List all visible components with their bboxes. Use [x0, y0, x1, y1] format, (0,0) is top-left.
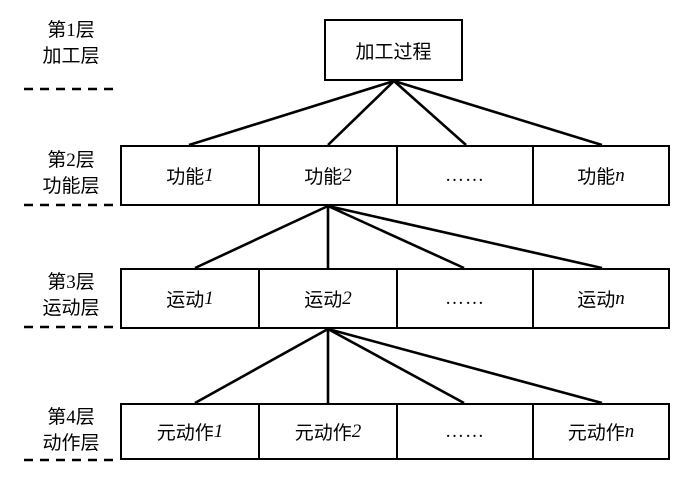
layer-3-cell-1-index: 1 — [204, 287, 214, 309]
layer-label-1: 第1层 加工层 — [16, 18, 126, 70]
layer-label-2-line1: 第2层 — [47, 150, 95, 171]
layer-label-2: 第2层 功能层 — [16, 148, 126, 200]
connectors-layer3-to-layer4 — [194, 327, 603, 405]
layer-2-cell-n-index: n — [615, 164, 625, 186]
layer-2-cell-1-index: 1 — [204, 164, 214, 186]
layer-3-cell-1-base: 运动 — [166, 290, 205, 311]
connectors-layer1-to-layer2 — [188, 79, 603, 147]
layer-3-cell-2-index: 2 — [342, 287, 352, 309]
layer-2-ellipsis-label: …… — [445, 164, 485, 186]
layer-label-3-line2: 运动层 — [42, 298, 100, 319]
layer-4-cell-1-base: 元动作 — [156, 423, 214, 444]
layer-label-4: 第4层 动作层 — [16, 405, 126, 457]
layer-2-cell-1-base: 功能 — [166, 167, 205, 188]
layer-3-cell-n-base: 运动 — [577, 290, 616, 311]
layer-label-2-line2: 功能层 — [42, 176, 100, 197]
connectors-layer2-to-layer3 — [194, 204, 603, 270]
layer-3-cell-ellipsis: …… — [398, 270, 534, 327]
layer-4-cell-2-base: 元动作 — [294, 423, 352, 444]
layer-4-cell-2-index: 2 — [351, 420, 362, 442]
process-box[interactable]: 加工过程 — [324, 19, 463, 81]
layer-label-3: 第3层 运动层 — [16, 270, 126, 322]
layer-3-cell-n-index: n — [615, 287, 625, 309]
layer-label-1-line1: 第1层 — [47, 20, 95, 41]
layer-2-cell-n-base: 功能 — [577, 167, 616, 188]
layer-2-cell-2-base: 功能 — [304, 167, 343, 188]
layer-4-cell-n-index: n — [624, 420, 635, 442]
layer-4-cell-n-base: 元动作 — [567, 423, 625, 444]
layer-4-cell-ellipsis: …… — [398, 405, 534, 458]
layer-4-cell-1-index: 1 — [213, 420, 224, 442]
layer-4-ellipsis-label: …… — [445, 420, 485, 442]
layer-3-cell-2-base: 运动 — [304, 290, 343, 311]
process-box-label: 加工过程 — [355, 41, 432, 63]
layer-2-cell-2-index: 2 — [342, 164, 352, 186]
layer-label-4-line1: 第4层 — [47, 407, 95, 428]
layer-label-4-line2: 动作层 — [42, 433, 100, 454]
layer-3-ellipsis-label: …… — [445, 287, 485, 309]
layer-label-1-line2: 加工层 — [42, 46, 100, 67]
layer-2-cell-ellipsis: …… — [398, 147, 534, 204]
layer-label-3-line1: 第3层 — [47, 272, 95, 293]
